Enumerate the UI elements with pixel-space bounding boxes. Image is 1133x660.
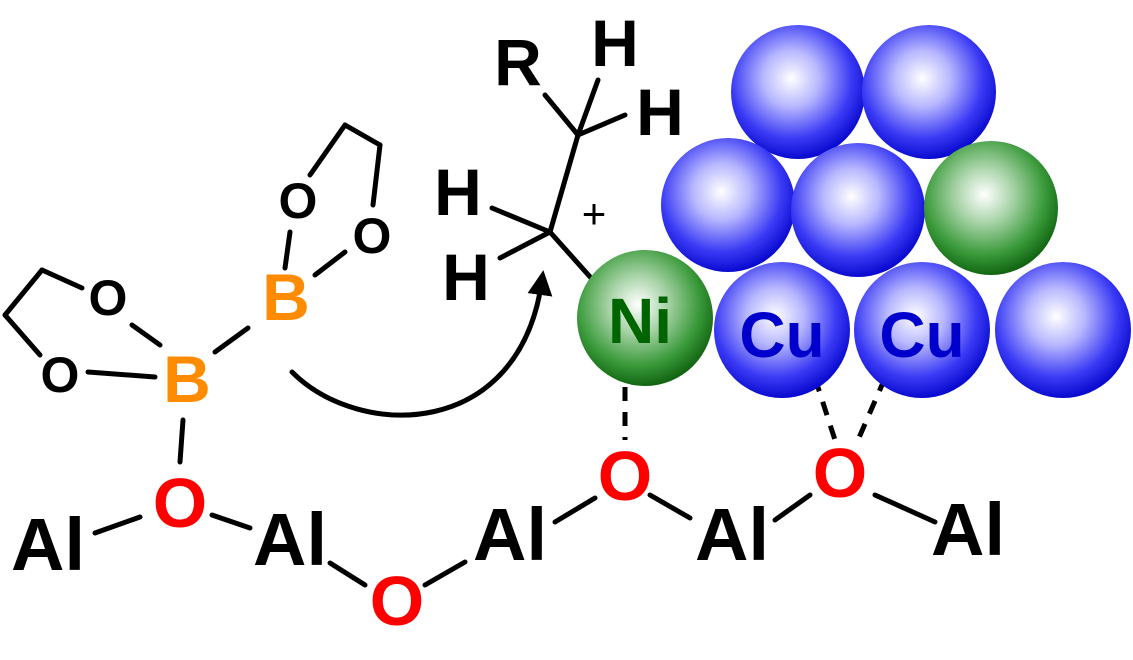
o-label-support-1: O [153,464,207,542]
bond-ring1-a [39,267,85,291]
bond-ring1-c [2,312,43,358]
bond-c1-h-upper [489,205,553,235]
o-label-support-3: O [598,437,652,515]
bond-al4-o4 [772,492,813,523]
ni-label: Ni [608,285,672,357]
bond-b2-o-ring-right [312,249,348,278]
bond-c2-r [542,92,581,138]
bond-al2-o2 [327,560,368,588]
bond-o4-al5 [872,492,938,525]
o-label-support-2: O [370,562,424,640]
interaction-cu-o-right [855,377,888,441]
bond-ring2-b [342,122,383,148]
al-label-4: Al [695,493,769,576]
cu-sphere-bottom-2 [854,262,990,398]
b-label-upper: B [262,260,310,334]
bond-al3-o3 [552,495,598,525]
al-label-2: Al [253,498,327,581]
curved-arrow [289,270,553,418]
o-label-ring-lower-upper: O [89,270,128,326]
cu-sphere-bottom-1 [714,262,850,398]
o-label-ring-lower-left: O [41,347,80,403]
bond-o1-al2 [209,512,253,531]
bond-ring1-b [2,267,45,318]
r-label: R [494,25,542,99]
bond-c2-h-pink [575,77,601,138]
ni-sphere-middle-right [924,141,1058,275]
cu-sphere-bottom-3 [995,262,1131,398]
bond-b1-o-ring-upper [129,322,163,348]
bond-b1-o1 [177,417,186,465]
h-label-c2: H [636,75,684,149]
bond-al1-o1 [92,514,143,536]
cu-sphere-middle-left [661,138,795,272]
cu-sphere-top-left [731,25,865,159]
atom-labels: Al Al Al Al Al O O O O O O O O B B H H R… [11,6,1005,640]
h-label-migrating: H [591,6,639,80]
al-label-1: Al [11,503,85,586]
bond-c1-h-lower [497,229,553,261]
bond-b1-o-ring-lower [85,369,158,380]
bond-b1-b2 [212,325,251,355]
metal-cluster [577,25,1131,398]
bond-b2-o-ring-upper [282,229,293,271]
bond-ring2-c [370,142,383,208]
o-label-ring-upper-right: O [353,208,392,264]
bond-ring2-a [307,122,348,178]
bond-c1-c2 [547,132,581,235]
bond-c2-h [575,112,628,138]
cu-label-right: Cu [879,299,964,371]
ni-sphere-active [577,250,713,386]
cu-label-left: Cu [739,299,824,371]
h-label-c1-lower: H [442,240,490,314]
b-label-lower: B [163,342,211,416]
o-label-support-4: O [813,434,867,512]
interaction-cu-o-left [812,377,838,441]
h-label-c1-upper: H [434,155,482,229]
bond-o2-al3 [422,559,468,588]
al-label-5: Al [931,488,1005,571]
bond-o3-al4 [647,492,693,521]
cu-sphere-middle-center [791,143,925,277]
cu-sphere-top-right [862,25,996,159]
o-label-ring-upper-top: O [279,173,318,229]
al-label-3: Al [473,493,547,576]
cation-charge: + [582,190,607,237]
